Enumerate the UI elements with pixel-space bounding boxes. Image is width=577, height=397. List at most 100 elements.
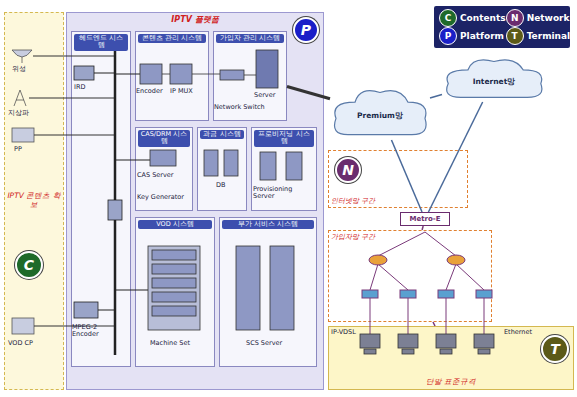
access-network bbox=[370, 298, 371, 334]
legend-text: Platform bbox=[460, 31, 504, 41]
server-icon bbox=[148, 246, 200, 330]
box-heading: VOD 시스템 bbox=[138, 220, 212, 229]
access-network bbox=[446, 298, 447, 334]
access-network bbox=[476, 290, 492, 298]
region-title: 가입자망 구간 bbox=[331, 233, 375, 241]
access-network bbox=[447, 255, 465, 265]
terminal-icon bbox=[436, 334, 456, 348]
region-title: IPTV 콘텐츠 확보 bbox=[7, 192, 61, 209]
server-icon bbox=[140, 64, 162, 84]
network-link bbox=[287, 87, 330, 99]
headend-bus bbox=[115, 74, 140, 75]
headend-bus bbox=[74, 50, 150, 355]
part-label: IP MUX bbox=[170, 88, 193, 95]
content-source-icon bbox=[22, 57, 23, 63]
server-icon bbox=[256, 50, 278, 88]
legend-item: TTerminal bbox=[506, 27, 571, 45]
box-heading: 가입자 관리 시스템 bbox=[216, 34, 284, 43]
content-source-icon bbox=[14, 90, 26, 106]
feed-wire bbox=[29, 56, 115, 326]
server-icon bbox=[236, 246, 260, 330]
headend-bus bbox=[94, 73, 115, 74]
part-label: Ethernet bbox=[504, 329, 532, 336]
feed-wire bbox=[33, 56, 115, 57]
part-label: IP-VDSL bbox=[331, 329, 356, 336]
legend-letter: N bbox=[511, 13, 519, 23]
feed-wire bbox=[34, 326, 115, 327]
headend-bus bbox=[98, 310, 115, 311]
server-icon bbox=[192, 74, 220, 75]
legend-text: Contents bbox=[460, 13, 506, 23]
box-heading: 콘텐츠 관리 시스템 bbox=[138, 34, 206, 43]
feed-wire bbox=[29, 98, 115, 99]
headend-bus bbox=[74, 302, 98, 318]
access-network bbox=[369, 255, 387, 265]
cloud-outline bbox=[335, 91, 427, 135]
system-box: 과금 시스템 bbox=[197, 127, 247, 211]
terminal-icon bbox=[360, 334, 494, 354]
server-icon bbox=[224, 150, 238, 176]
network-link bbox=[422, 226, 423, 230]
letter-circle: T bbox=[541, 335, 569, 363]
server-icon bbox=[286, 152, 302, 180]
content-source-icon bbox=[12, 50, 32, 57]
region-title: Internet망 bbox=[473, 78, 516, 87]
server-icon bbox=[162, 74, 170, 75]
part-label: DB bbox=[216, 182, 225, 189]
terminal-icon bbox=[478, 349, 490, 354]
server-icon bbox=[152, 264, 196, 274]
region-box: IPTV 플랫폼P헤드엔드 시스템콘텐츠 관리 시스템가입자 관리 시스템CAS… bbox=[66, 12, 324, 390]
part-label: SCS Server bbox=[246, 340, 282, 347]
network-cloud: Premium망 bbox=[330, 86, 430, 140]
legend-letter: C bbox=[445, 13, 452, 23]
letter-mark: C bbox=[24, 257, 34, 273]
network-link bbox=[433, 322, 435, 326]
region-title: Metro-E bbox=[409, 215, 440, 223]
region-title: 단말 표준규격 bbox=[426, 378, 476, 387]
access-network bbox=[438, 290, 454, 298]
access-network bbox=[370, 264, 378, 290]
headend-bus bbox=[108, 200, 122, 220]
part-label: Encoder bbox=[136, 88, 163, 95]
network-link bbox=[430, 95, 442, 99]
content-source-icon bbox=[12, 50, 34, 334]
terminal-icon bbox=[474, 334, 494, 348]
access-network bbox=[378, 232, 425, 256]
content-source-icon bbox=[12, 318, 34, 334]
system-box: 콘텐츠 관리 시스템 bbox=[135, 31, 209, 121]
part-label: IRD bbox=[74, 84, 85, 91]
server-icon bbox=[220, 70, 244, 80]
headend-bus bbox=[114, 50, 117, 355]
terminal-icon bbox=[360, 334, 380, 348]
access-network bbox=[362, 290, 378, 298]
system-box: 헤드엔드 시스템 bbox=[71, 31, 131, 367]
access-network bbox=[456, 264, 484, 290]
server-icon bbox=[152, 306, 196, 316]
legend-text: Network bbox=[527, 13, 570, 23]
part-label: 위성 bbox=[12, 66, 26, 73]
part-label: VOD CP bbox=[8, 340, 33, 347]
region-box: 단말 표준규격 T bbox=[328, 326, 574, 390]
legend-letter: P bbox=[445, 31, 452, 41]
access-network bbox=[425, 232, 456, 256]
content-source-icon bbox=[12, 128, 34, 142]
part-label: Key Generator bbox=[137, 194, 184, 201]
server-icon bbox=[150, 150, 176, 166]
part-label: MPEG-2 Encoder bbox=[72, 324, 116, 339]
cloud-outline bbox=[447, 60, 542, 97]
region-box: 가입자망 구간 bbox=[328, 230, 492, 322]
part-label: Provisioning Server bbox=[253, 186, 313, 201]
letter-mark: P bbox=[301, 22, 311, 38]
legend-swatch: C bbox=[439, 9, 457, 27]
access-network bbox=[408, 298, 409, 334]
part-label: CAS Server bbox=[137, 172, 174, 179]
legend-swatch: N bbox=[506, 9, 524, 27]
box-heading: 헤드엔드 시스템 bbox=[74, 34, 128, 51]
part-label: Network Switch bbox=[214, 104, 265, 111]
letter-mark: T bbox=[550, 341, 560, 357]
part-label: 지상파 bbox=[8, 110, 29, 117]
box-heading: 과금 시스템 bbox=[200, 130, 244, 139]
legend-item: C Contents bbox=[439, 9, 506, 27]
terminal-icon bbox=[402, 349, 414, 354]
